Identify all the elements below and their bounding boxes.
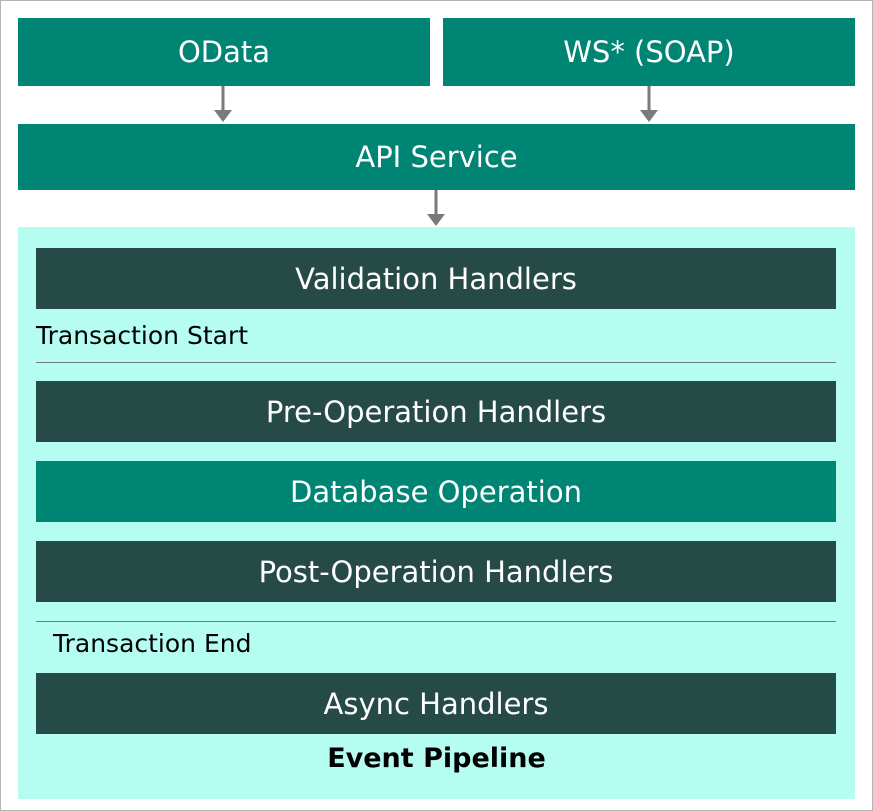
arrow-down-icon xyxy=(425,190,447,228)
validation-handlers-box: Validation Handlers xyxy=(36,248,836,309)
async-handlers-box: Async Handlers xyxy=(36,673,836,734)
soap-label: WS* (SOAP) xyxy=(563,35,735,69)
soap-box: WS* (SOAP) xyxy=(443,18,855,86)
arrow-down-icon xyxy=(212,86,234,124)
api-service-box: API Service xyxy=(18,124,855,190)
async-handlers-label: Async Handlers xyxy=(323,686,549,721)
pre-operation-handlers-label: Pre-Operation Handlers xyxy=(265,394,607,429)
database-operation-box: Database Operation xyxy=(36,461,836,522)
transaction-end-label: Transaction End xyxy=(53,629,252,658)
validation-handlers-label: Validation Handlers xyxy=(295,261,577,296)
transaction-start-label: Transaction Start xyxy=(36,321,249,350)
odata-label: OData xyxy=(177,35,271,69)
event-pipeline-panel: Validation Handlers Transaction Start Pr… xyxy=(18,227,855,799)
event-pipeline-title: Event Pipeline xyxy=(327,743,546,774)
database-operation-label: Database Operation xyxy=(290,474,582,509)
arrow-down-icon xyxy=(638,86,660,124)
transaction-start-divider xyxy=(36,362,836,363)
odata-box: OData xyxy=(18,18,430,86)
post-operation-handlers-label: Post-Operation Handlers xyxy=(258,554,614,589)
post-operation-handlers-box: Post-Operation Handlers xyxy=(36,541,836,602)
pre-operation-handlers-box: Pre-Operation Handlers xyxy=(36,381,836,442)
transaction-end-divider xyxy=(36,621,836,622)
api-service-label: API Service xyxy=(355,140,518,174)
